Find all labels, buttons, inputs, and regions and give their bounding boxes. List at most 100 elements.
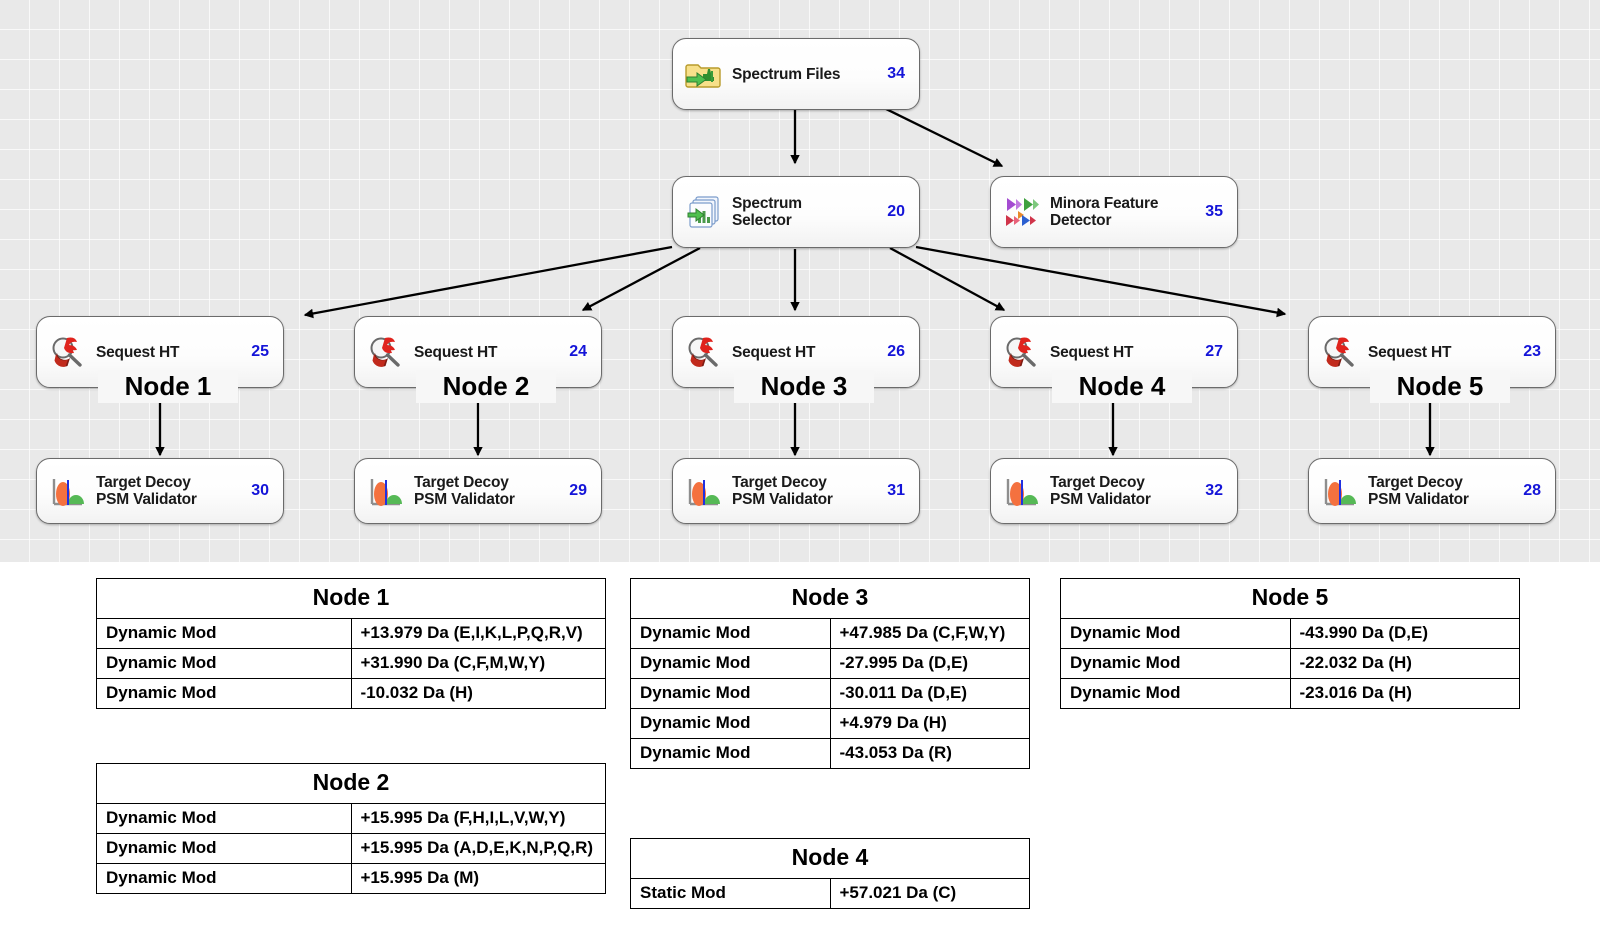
table-title: Node 1: [96, 578, 606, 619]
node-label: Spectrum Selector: [732, 195, 802, 229]
node-label: Target Decoy PSM Validator: [1368, 474, 1469, 508]
target-decoy-icon: [683, 471, 723, 511]
mod-type: Dynamic Mod: [630, 618, 831, 649]
wire-selector-to-sequest1: [303, 245, 673, 319]
node-number: 24: [569, 343, 587, 360]
table-header-row: Node 3: [630, 578, 1030, 619]
table-row: Dynamic Mod -22.032 Da (H): [1060, 648, 1520, 679]
table-row: Dynamic Mod +15.995 Da (M): [96, 863, 606, 894]
node-number: 34: [887, 65, 905, 82]
table-row: Dynamic Mod -10.032 Da (H): [96, 678, 606, 709]
mod-value: -27.995 Da (D,E): [829, 648, 1030, 679]
minora-feature-detector-icon: [1001, 192, 1041, 232]
table-header-row: Node 4: [630, 838, 1030, 879]
node-caption-3: Node 3: [734, 370, 874, 403]
mod-type: Dynamic Mod: [1060, 618, 1291, 649]
node-target-decoy-validator-5[interactable]: Target Decoy PSM Validator 28: [1308, 458, 1556, 524]
sequest-ht-icon: [1319, 332, 1359, 372]
node-target-decoy-validator-1[interactable]: Target Decoy PSM Validator 30: [36, 458, 284, 524]
mod-value: -43.990 Da (D,E): [1289, 618, 1520, 649]
node-spectrum-files[interactable]: Spectrum Files 34: [672, 38, 920, 110]
table-row: Dynamic Mod +47.985 Da (C,F,W,Y): [630, 618, 1030, 649]
table-header-row: Node 2: [96, 763, 606, 804]
node-label: Target Decoy PSM Validator: [732, 474, 833, 508]
target-decoy-icon: [47, 471, 87, 511]
table-row: Dynamic Mod +4.979 Da (H): [630, 708, 1030, 739]
mod-type: Dynamic Mod: [96, 833, 352, 864]
mod-value: +4.979 Da (H): [829, 708, 1030, 739]
mod-value: +57.021 Da (C): [829, 878, 1030, 909]
mod-type: Dynamic Mod: [96, 618, 352, 649]
table-title: Node 2: [96, 763, 606, 804]
table-row: Dynamic Mod -30.011 Da (D,E): [630, 678, 1030, 709]
mod-value: +47.985 Da (C,F,W,Y): [829, 618, 1030, 649]
node-number: 30: [251, 482, 269, 499]
sequest-ht-icon: [47, 332, 87, 372]
table-title: Node 4: [630, 838, 1030, 879]
node-label: Target Decoy PSM Validator: [414, 474, 515, 508]
wire-selector-to-sequest4: [889, 246, 1006, 312]
mod-type: Dynamic Mod: [1060, 648, 1291, 679]
table-row: Static Mod +57.021 Da (C): [630, 878, 1030, 909]
node-number: 25: [251, 343, 269, 360]
node-caption-1: Node 1: [98, 370, 238, 403]
node-target-decoy-validator-4[interactable]: Target Decoy PSM Validator 32: [990, 458, 1238, 524]
node-number: 27: [1205, 343, 1223, 360]
mod-type: Dynamic Mod: [96, 678, 352, 709]
node-number: 20: [887, 203, 905, 220]
mod-type: Static Mod: [630, 878, 831, 909]
mod-value: -43.053 Da (R): [829, 738, 1030, 769]
table-row: Dynamic Mod -43.990 Da (D,E): [1060, 618, 1520, 649]
node-label: Spectrum Files: [732, 65, 841, 83]
node-label: Minora Feature Detector: [1050, 195, 1159, 229]
node-number: 28: [1523, 482, 1541, 499]
sequest-ht-icon: [683, 332, 723, 372]
node-caption-5: Node 5: [1370, 370, 1510, 403]
table-row: Dynamic Mod +31.990 Da (C,F,M,W,Y): [96, 648, 606, 679]
mod-type: Dynamic Mod: [96, 863, 352, 894]
mod-value: +15.995 Da (F,H,I,L,V,W,Y): [350, 803, 606, 834]
wire-selector-to-sequest2: [581, 246, 701, 312]
target-decoy-icon: [1001, 471, 1041, 511]
node-label: Target Decoy PSM Validator: [1050, 474, 1151, 508]
mod-type: Dynamic Mod: [1060, 678, 1291, 709]
mod-value: -30.011 Da (D,E): [829, 678, 1030, 709]
table-header-row: Node 5: [1060, 578, 1520, 619]
spectrum-files-icon: [683, 54, 723, 94]
node-target-decoy-validator-3[interactable]: Target Decoy PSM Validator 31: [672, 458, 920, 524]
node-label: Sequest HT: [96, 343, 180, 361]
workflow-canvas[interactable]: Spectrum Files 34 Spectrum Selector 20: [0, 0, 1600, 562]
table-title: Node 5: [1060, 578, 1520, 619]
sequest-ht-icon: [1001, 332, 1041, 372]
mod-value: -23.016 Da (H): [1289, 678, 1520, 709]
node-label: Target Decoy PSM Validator: [96, 474, 197, 508]
spectrum-selector-icon: [683, 192, 723, 232]
mod-value: +15.995 Da (A,D,E,K,N,P,Q,R): [350, 833, 606, 864]
table-row: Dynamic Mod -27.995 Da (D,E): [630, 648, 1030, 679]
table-header-row: Node 1: [96, 578, 606, 619]
mod-table-node-2: Node 2 Dynamic Mod +15.995 Da (F,H,I,L,V…: [96, 763, 606, 894]
wire-selector-to-sequest5: [915, 245, 1287, 318]
node-target-decoy-validator-2[interactable]: Target Decoy PSM Validator 29: [354, 458, 602, 524]
table-row: Dynamic Mod -43.053 Da (R): [630, 738, 1030, 769]
mod-value: -10.032 Da (H): [350, 678, 606, 709]
table-row: Dynamic Mod -23.016 Da (H): [1060, 678, 1520, 709]
target-decoy-icon: [365, 471, 405, 511]
mod-table-node-5: Node 5 Dynamic Mod -43.990 Da (D,E) Dyna…: [1060, 578, 1520, 709]
node-label: Sequest HT: [1050, 343, 1134, 361]
mod-type: Dynamic Mod: [630, 708, 831, 739]
mod-table-node-1: Node 1 Dynamic Mod +13.979 Da (E,I,K,L,P…: [96, 578, 606, 709]
mod-type: Dynamic Mod: [96, 803, 352, 834]
target-decoy-icon: [1319, 471, 1359, 511]
node-spectrum-selector[interactable]: Spectrum Selector 20: [672, 176, 920, 248]
sequest-ht-icon: [365, 332, 405, 372]
wire-files-to-minora: [879, 104, 1004, 168]
mod-type: Dynamic Mod: [630, 738, 831, 769]
table-row: Dynamic Mod +15.995 Da (F,H,I,L,V,W,Y): [96, 803, 606, 834]
node-label: Sequest HT: [1368, 343, 1452, 361]
table-row: Dynamic Mod +15.995 Da (A,D,E,K,N,P,Q,R): [96, 833, 606, 864]
node-minora-feature-detector[interactable]: Minora Feature Detector 35: [990, 176, 1238, 248]
node-label: Sequest HT: [732, 343, 816, 361]
node-number: 35: [1205, 203, 1223, 220]
node-number: 32: [1205, 482, 1223, 499]
